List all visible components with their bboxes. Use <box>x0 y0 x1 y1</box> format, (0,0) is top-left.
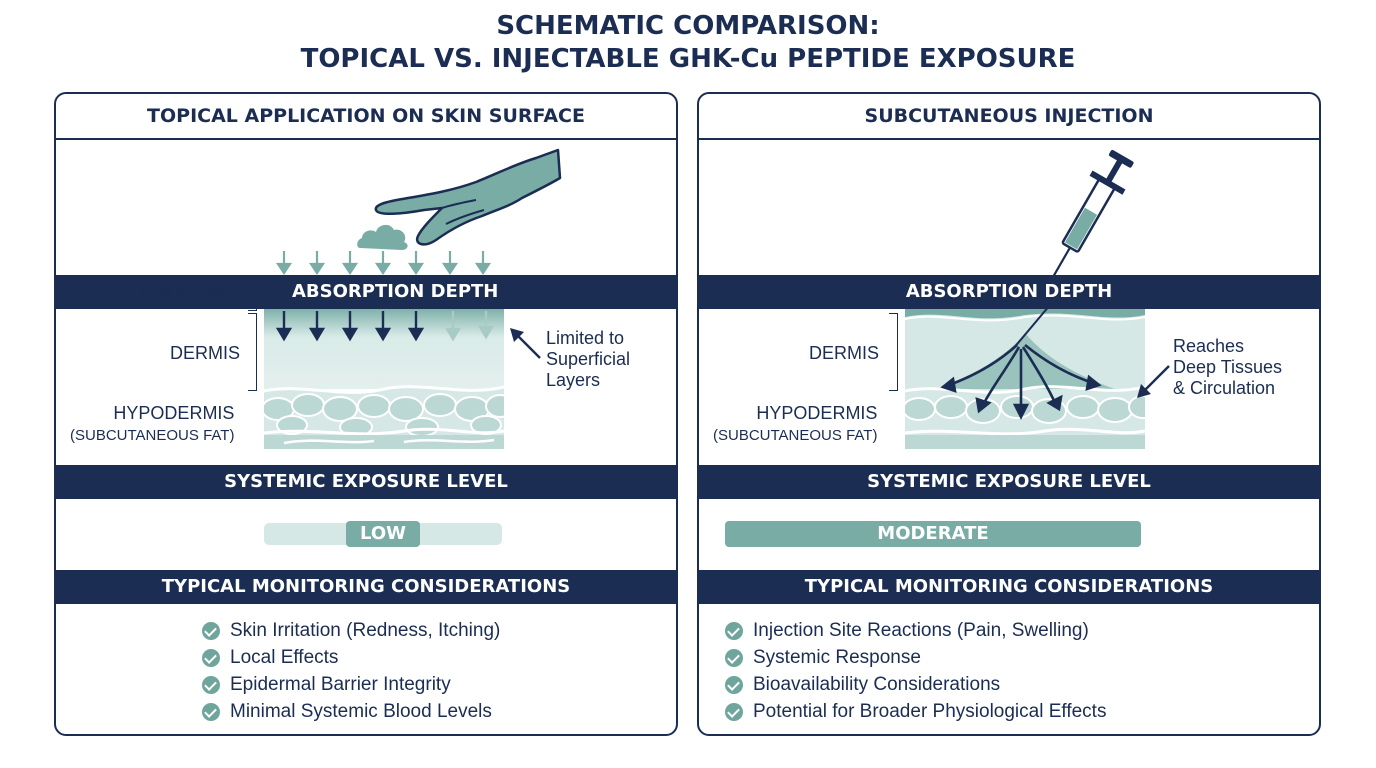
list-item: Potential for Broader Physiological Effe… <box>725 698 1106 725</box>
hand-icon <box>374 148 562 246</box>
check-icon <box>202 648 220 667</box>
injection-dermis-label: DERMIS <box>809 343 880 363</box>
topical-epidermis-label: EPIDERMIS <box>140 284 240 304</box>
injection-callout-line-1: Reaches <box>1173 336 1245 356</box>
list-item: Injection Site Reactions (Pain, Swelling… <box>725 617 1106 644</box>
syringe-icon <box>1052 150 1134 278</box>
list-item-text: Epidermal Barrier Integrity <box>230 674 451 695</box>
list-item-text: Potential for Broader Physiological Effe… <box>753 701 1107 722</box>
injection-hypodermis-sub: (SUBCUTANEOUS FAT) <box>713 427 878 444</box>
topical-absorption-label: ABSORPTION DEPTH <box>292 281 499 302</box>
injection-callout: Reaches Deep Tissues & Circulation <box>1173 336 1282 399</box>
list-item-text: Bioavailability Considerations <box>753 674 1001 695</box>
topical-callout-line-1: Limited to <box>546 328 625 348</box>
topical-callout-line-2: Superficial <box>546 349 631 369</box>
topical-dermis-bracket <box>248 313 257 391</box>
check-icon <box>725 621 743 640</box>
list-item-text: Minimal Systemic Blood Levels <box>230 701 492 722</box>
injection-systemic-bar: SYSTEMIC EXPOSURE LEVEL <box>699 465 1319 499</box>
cream-icon <box>357 224 408 250</box>
list-item: Minimal Systemic Blood Levels <box>202 698 500 725</box>
check-icon <box>725 675 743 694</box>
list-item: Local Effects <box>202 644 500 671</box>
check-icon <box>202 621 220 640</box>
injection-callout-arrow-icon <box>1137 365 1170 398</box>
injection-tissue-diagram <box>905 309 1145 449</box>
topical-tissue-diagram <box>264 309 504 449</box>
injection-panel-header: SUBCUTANEOUS INJECTION <box>699 94 1319 140</box>
list-item: Epidermal Barrier Integrity <box>202 671 500 698</box>
list-item-text: Skin Irritation (Redness, Itching) <box>230 620 501 641</box>
topical-exposure-level: LOW <box>346 521 420 547</box>
injection-hypodermis-label: HYPODERMIS (SUBCUTANEOUS FAT) <box>713 403 877 445</box>
topical-panel: TOPICAL APPLICATION ON SKIN SURFACE ABSO… <box>54 92 678 736</box>
injection-considerations-list: Injection Site Reactions (Pain, Swelling… <box>725 617 1106 725</box>
injection-hypodermis-title: HYPODERMIS <box>756 403 878 423</box>
topical-hypodermis-sub: (SUBCUTANEOUS FAT) <box>70 427 235 444</box>
topical-epidermis-bracket <box>248 277 257 311</box>
title-line-1: SCHEMATIC COMPARISON: <box>496 11 880 41</box>
injection-exposure-level: MODERATE <box>725 521 1141 547</box>
topical-dermis-label: DERMIS <box>170 343 241 363</box>
topical-absorption-bar: ABSORPTION DEPTH <box>56 275 676 309</box>
injection-panel: SUBCUTANEOUS INJECTION ABSORPTION DEPTH <box>697 92 1321 736</box>
injection-callout-line-3: & Circulation <box>1173 378 1276 398</box>
title-line-2: TOPICAL VS. INJECTABLE GHK-Cu PEPTIDE EX… <box>300 44 1076 74</box>
page-title: SCHEMATIC COMPARISON: TOPICAL VS. INJECT… <box>0 10 1376 76</box>
surface-arrows <box>275 251 492 275</box>
list-item: Bioavailability Considerations <box>725 671 1106 698</box>
injection-dermis-bracket <box>889 313 898 391</box>
list-item-text: Local Effects <box>230 647 339 668</box>
list-item-text: Systemic Response <box>753 647 921 668</box>
topical-callout: Limited to Superficial Layers <box>546 328 630 391</box>
check-icon <box>725 702 743 721</box>
topical-monitor-bar: TYPICAL MONITORING CONSIDERATIONS <box>56 570 676 604</box>
injection-callout-line-2: Deep Tissues <box>1173 357 1283 377</box>
topical-considerations-list: Skin Irritation (Redness, Itching) Local… <box>202 617 500 725</box>
list-item: Skin Irritation (Redness, Itching) <box>202 617 500 644</box>
topical-hypodermis-title: HYPODERMIS <box>113 403 235 423</box>
check-icon <box>202 675 220 694</box>
check-icon <box>725 648 743 667</box>
topical-systemic-bar: SYSTEMIC EXPOSURE LEVEL <box>56 465 676 499</box>
topical-hypodermis-label: HYPODERMIS (SUBCUTANEOUS FAT) <box>70 403 234 445</box>
topical-callout-line-3: Layers <box>546 370 601 390</box>
check-icon <box>202 702 220 721</box>
list-item-text: Injection Site Reactions (Pain, Swelling… <box>753 620 1089 641</box>
topical-panel-header: TOPICAL APPLICATION ON SKIN SURFACE <box>56 94 676 140</box>
list-item: Systemic Response <box>725 644 1106 671</box>
topical-callout-arrow-icon <box>510 328 541 359</box>
injection-monitor-bar: TYPICAL MONITORING CONSIDERATIONS <box>699 570 1319 604</box>
injection-absorption-bar: ABSORPTION DEPTH <box>699 275 1319 309</box>
